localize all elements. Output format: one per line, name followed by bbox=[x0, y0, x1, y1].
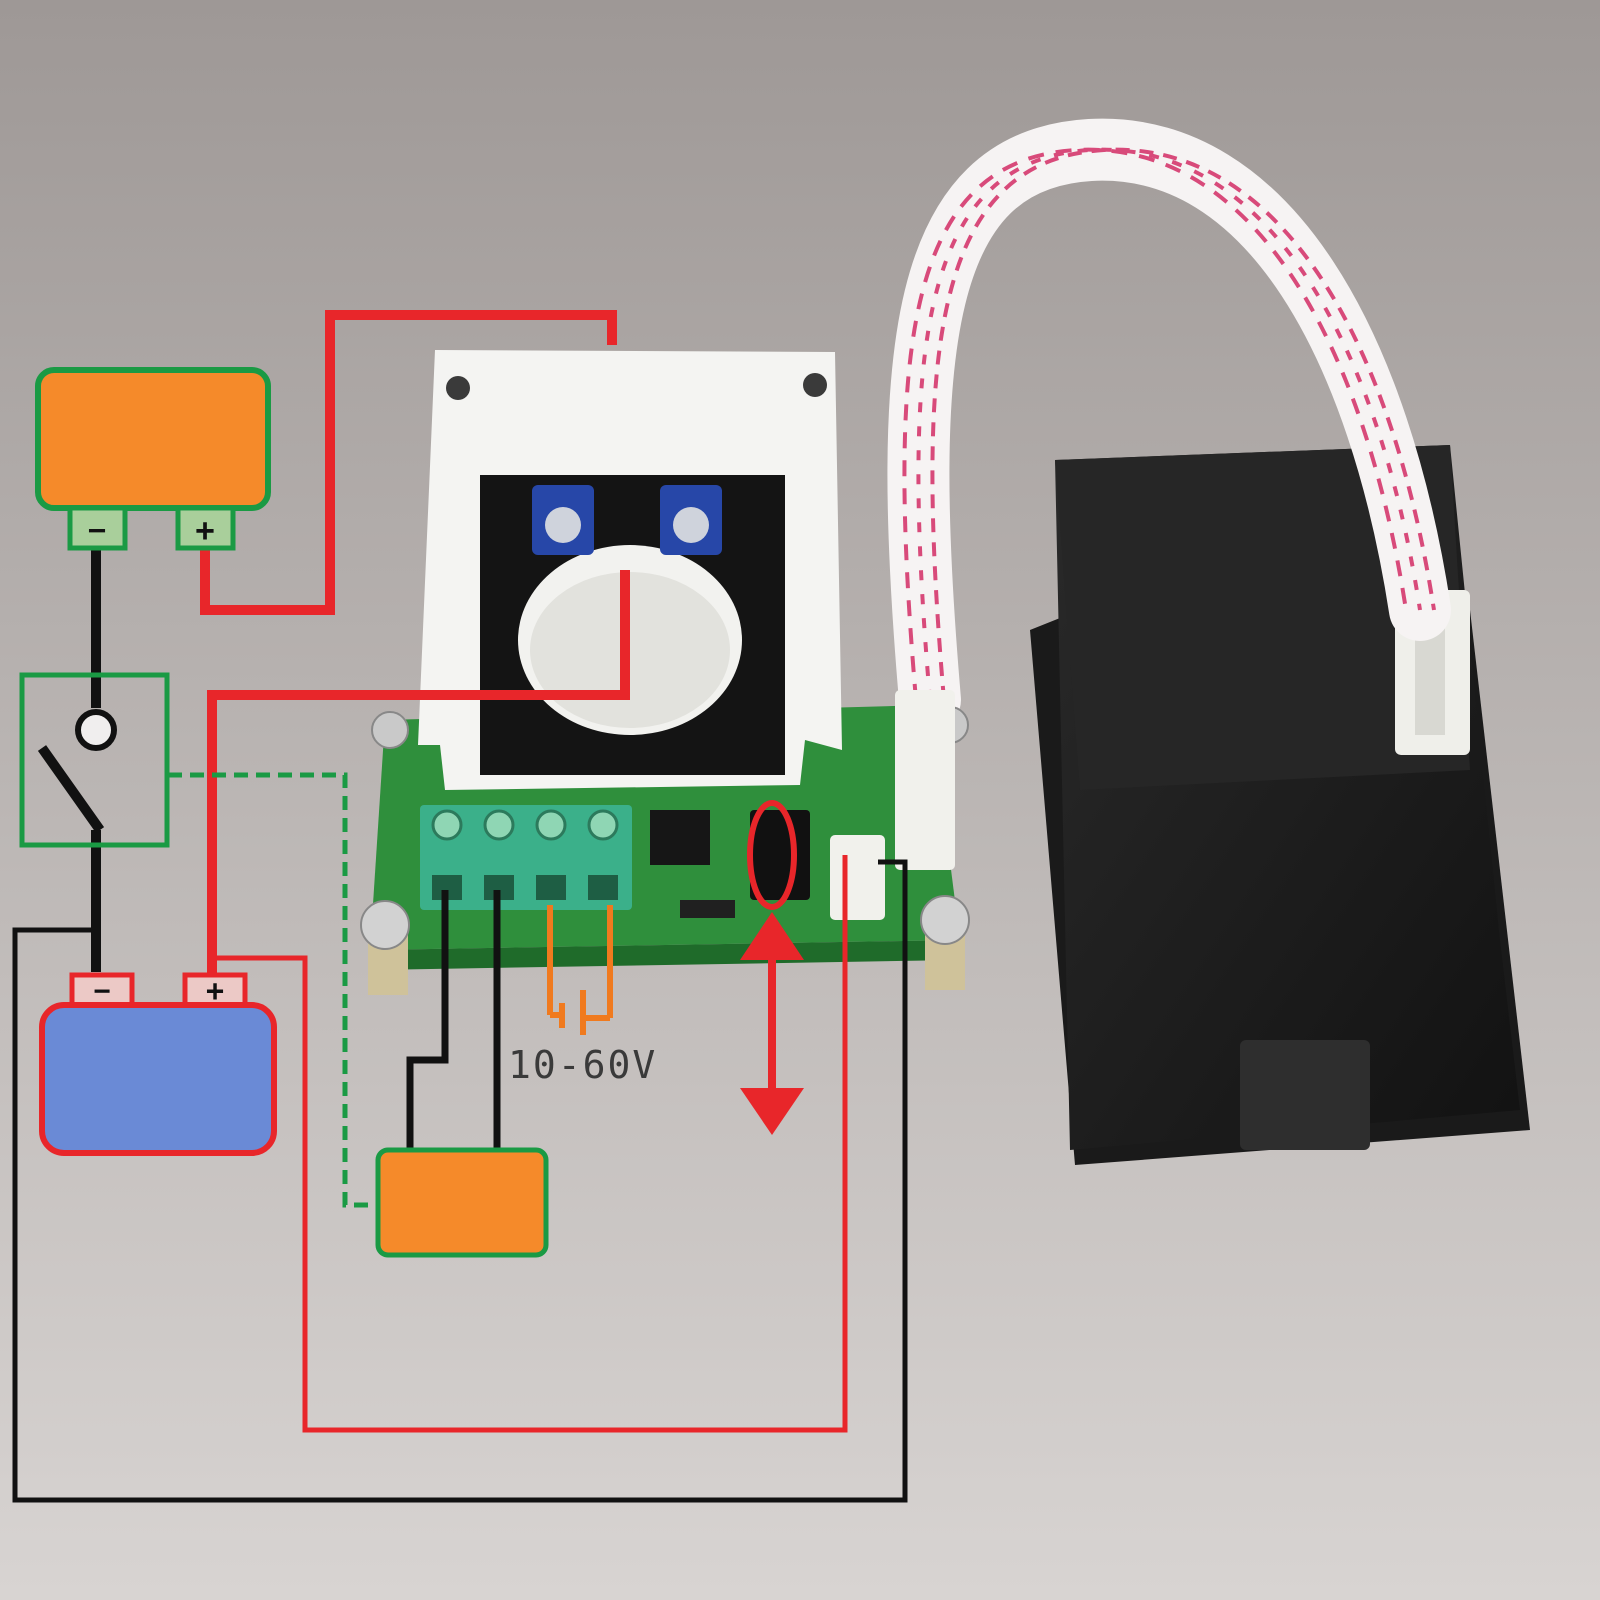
battery: − + bbox=[39, 972, 277, 1156]
sensor-mount-hole bbox=[803, 373, 827, 397]
pcb-board bbox=[360, 690, 970, 995]
battery-terminal-minus bbox=[69, 972, 135, 1008]
screw bbox=[360, 900, 410, 950]
pcb-edge bbox=[370, 940, 960, 970]
load-terminal-minus bbox=[67, 505, 128, 551]
display-box-clip bbox=[1240, 1040, 1370, 1150]
black-wire-battery-to-meter bbox=[12, 859, 908, 1503]
load-minus-label: − bbox=[88, 513, 106, 548]
screw bbox=[371, 711, 409, 749]
display-box-top bbox=[1055, 445, 1470, 790]
arrow-head-up bbox=[740, 912, 804, 960]
switch bbox=[19, 672, 170, 848]
pcb-diode bbox=[680, 900, 735, 918]
switch-blade bbox=[37, 745, 105, 833]
potentiometer-knob bbox=[545, 507, 581, 543]
jumper-highlight-ring bbox=[747, 800, 797, 910]
switch-box bbox=[19, 672, 170, 848]
terminal-screw bbox=[431, 809, 463, 841]
supply-battery-symbol bbox=[550, 990, 610, 1035]
ribbon-cable-stripe bbox=[916, 147, 1422, 701]
wires bbox=[12, 310, 908, 1503]
green-dashed-control-line bbox=[168, 772, 378, 1208]
pcb-chip bbox=[650, 810, 710, 865]
load-terminal-plus bbox=[175, 505, 236, 551]
terminal-screw bbox=[587, 809, 619, 841]
battery-minus-label: − bbox=[94, 974, 111, 1007]
terminal-slot bbox=[588, 875, 618, 900]
black-wire-terminal-1 bbox=[406, 890, 449, 1160]
terminal-screw bbox=[483, 809, 515, 841]
sensor-mount-hole bbox=[446, 376, 470, 400]
ribbon-cable-stripe bbox=[902, 147, 1408, 701]
arrow-head-down bbox=[740, 1088, 804, 1135]
display-module bbox=[1030, 445, 1530, 1165]
jumper-double-arrow bbox=[740, 912, 804, 1135]
supply-voltage-label: 10-60V bbox=[508, 1043, 657, 1087]
ribbon-cable-stripe bbox=[930, 147, 1436, 701]
red-wire-battery-to-meter bbox=[215, 855, 848, 1433]
red-wire-load-to-sensor bbox=[200, 310, 617, 615]
control-load-box bbox=[375, 1147, 549, 1258]
load-box bbox=[35, 367, 271, 511]
pcb-small-connector bbox=[830, 835, 885, 920]
pcb-jumper-header bbox=[750, 810, 810, 900]
screw bbox=[920, 895, 970, 945]
terminal-block bbox=[420, 805, 632, 910]
battery-body bbox=[39, 1002, 277, 1156]
potentiometer-knob bbox=[673, 507, 709, 543]
pcb-ribbon-connector bbox=[895, 690, 955, 870]
red-wire-sensor-to-battery bbox=[207, 570, 630, 975]
terminal-screw bbox=[535, 809, 567, 841]
battery-plus-label: + bbox=[206, 974, 224, 1009]
ribbon-cable bbox=[887, 118, 1451, 731]
terminal-slot bbox=[536, 875, 566, 900]
switch-pivot-circle bbox=[75, 709, 117, 751]
load-top-left: − + bbox=[35, 367, 271, 551]
load-plus-label: + bbox=[195, 511, 214, 549]
